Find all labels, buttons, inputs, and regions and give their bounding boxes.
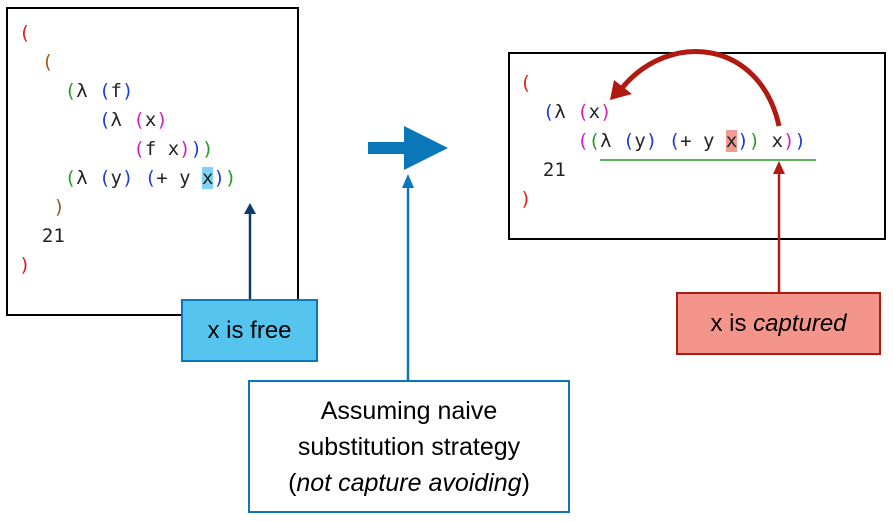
naive-pointer-arrow [402,174,414,380]
left-code-line: (λ (f) [64,80,134,102]
captured-label-italic: captured [753,309,847,337]
left-code-line: ( [41,51,54,73]
captured-label-plain: x is [710,309,754,337]
right-code-line: ( [520,72,532,94]
free-label-box: x is free [181,299,318,362]
left-code-line: ) [53,196,65,218]
left-code-line: (λ (x) [99,109,168,131]
left-code-block: ( ( (λ (f) (λ (x) (f x))) (λ (y) (+ y x)… [19,22,236,283]
right-code-line: ((λ (y) (+ y x)) x)) [577,130,806,152]
right-code-block: ( (λ (x) ((λ (y) (+ y x)) x)) 21) [520,72,806,217]
captured-pointer-arrow [773,161,785,292]
left-code-line: ( [19,22,31,44]
capture-curve-arrow [610,49,782,127]
left-code-line: (λ (y) (+ y x)) [64,167,237,189]
right-code-line: (λ (x) [542,101,612,123]
right-code-line: 21 [542,159,566,181]
right-code-panel [508,52,886,240]
naive-paren-open: ( [288,468,297,497]
naive-line-3: (not capture avoiding) [288,465,530,501]
left-code-line: 21 [41,225,65,247]
naive-paren-close: ) [521,468,530,497]
transform-arrow-icon [368,126,448,170]
left-code-line: ) [19,254,31,276]
captured-label-box: x is captured [676,292,881,355]
free-label-text: x is free [207,316,292,344]
naive-line-1: Assuming naive [320,396,498,425]
captured-label-text: x is captured [710,310,846,338]
free-pointer-arrow [244,203,256,300]
right-code-line: ) [520,188,532,210]
naive-italic: not capture avoiding [296,468,522,497]
naive-strategy-box: Assuming naive substitution strategy (no… [248,380,570,513]
left-code-line: (f x))) [133,138,214,160]
naive-line-2: substitution strategy [297,432,521,461]
